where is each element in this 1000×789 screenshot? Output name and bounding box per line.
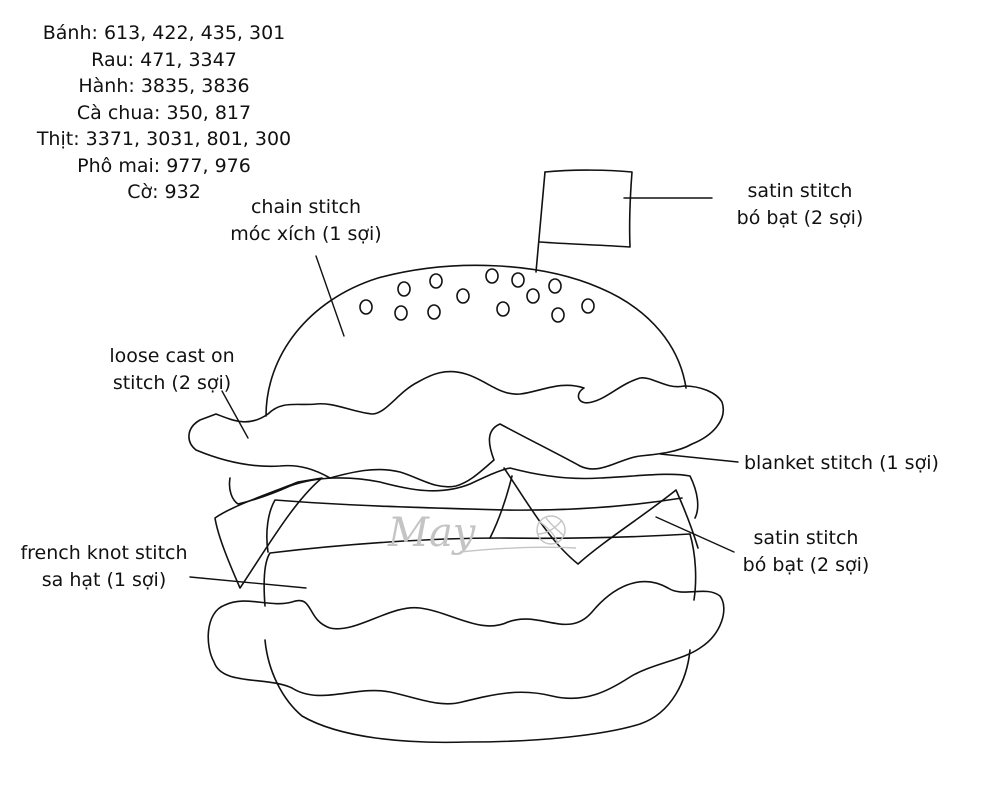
annotation-chain-stitch: chain stitch móc xích (1 sợi) xyxy=(230,196,382,245)
sesame-seed xyxy=(397,281,411,297)
bottom-bun xyxy=(264,639,691,744)
flag-cloth xyxy=(539,169,633,248)
watermark-text: May xyxy=(387,510,477,556)
watermark-underline xyxy=(459,546,577,553)
sesame-seed xyxy=(526,288,540,304)
annotation-cheese-satin-stitch: satin stitch bó bạt (2 sợi) xyxy=(742,527,870,576)
leader-bun xyxy=(189,576,307,589)
sesame-seed xyxy=(456,288,470,304)
leader-lines xyxy=(189,197,739,589)
leader-chain xyxy=(315,255,345,337)
legend-item-co: Cờ: 932 xyxy=(127,181,201,203)
legend-item-pho-mai: Phô mai: 977, 976 xyxy=(77,154,251,177)
cheese-right xyxy=(503,467,699,565)
flag xyxy=(535,169,633,273)
middle-bun xyxy=(263,533,697,607)
legend-item-rau: Rau: 471, 3347 xyxy=(91,48,237,71)
sesame-seed xyxy=(511,272,525,288)
legend-item-hanh: Hành: 3835, 3836 xyxy=(78,75,250,97)
sesame-seed xyxy=(581,298,595,314)
top-bun xyxy=(265,264,687,417)
leader-tomato xyxy=(659,453,739,463)
annotation-french-knot-stitch: french knot stitch sa hạt (1 sợi) xyxy=(20,542,188,591)
middle-bun-top-edge xyxy=(266,497,683,553)
sesame-seed xyxy=(485,268,499,284)
sesame-seed xyxy=(551,307,565,323)
sesame-seed xyxy=(394,305,408,321)
sesame-seed xyxy=(429,273,443,289)
cheese xyxy=(214,477,323,589)
annotation-flag-satin-stitch: satin stitch bó bạt (2 sợi) xyxy=(736,180,864,229)
sesame-seed xyxy=(359,299,373,315)
annotation-loose-cast-on-stitch: loose cast on stitch (2 sợi) xyxy=(109,345,235,394)
annotation-blanket-stitch: blanket stitch (1 sợi) xyxy=(744,452,939,474)
leader-lettuce xyxy=(221,390,249,439)
watermark-logo xyxy=(459,515,577,553)
thread-color-legend: Bánh: 613, 422, 435, 301 Rau: 471, 3347 … xyxy=(14,20,314,206)
leader-cheese xyxy=(655,516,735,553)
legend-item-thit: Thịt: 3371, 3031, 801, 300 xyxy=(36,128,292,150)
sesame-seed xyxy=(427,304,441,320)
sesame-seeds xyxy=(359,268,595,323)
lettuce xyxy=(188,370,725,488)
cheese-fold xyxy=(489,475,513,539)
bottom-patty xyxy=(207,580,725,705)
legend-item-banh: Bánh: 613, 422, 435, 301 xyxy=(42,22,286,44)
flag-pole xyxy=(535,171,546,273)
sesame-seed xyxy=(548,278,562,294)
tomato xyxy=(228,467,699,519)
yarn-ball-icon xyxy=(537,517,565,545)
yarn-ball-icon xyxy=(536,515,566,545)
legend-item-ca-chua: Cà chua: 350, 817 xyxy=(76,101,252,124)
sesame-seed xyxy=(496,301,510,317)
